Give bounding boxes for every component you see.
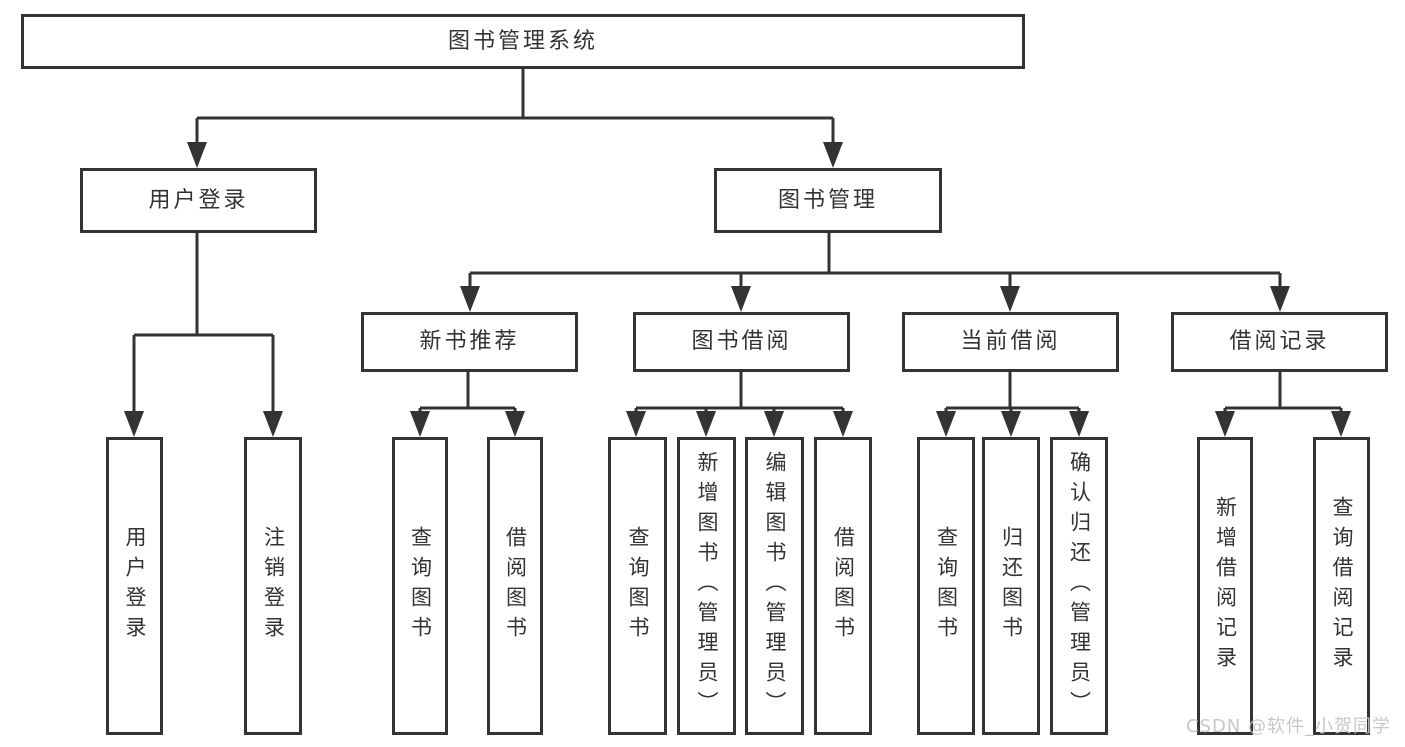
node-label: 查询图书 [408, 526, 433, 646]
node-book-borrow: 图书借阅 [633, 312, 850, 372]
node-current-query-books: 查询图书 [917, 437, 975, 735]
node-confirm-return-admin: 确认归还（管理员） [1050, 437, 1108, 735]
node-label: 借阅图书 [503, 526, 528, 646]
node-library-management-system: 图书管理系统 [21, 14, 1025, 69]
node-query-borrow-record: 查询借阅记录 [1313, 437, 1370, 735]
node-label: 新增图书（管理员） [695, 451, 719, 721]
node-borrow-books: 借阅图书 [814, 437, 872, 735]
node-logout-action: 注销登录 [244, 437, 302, 735]
node-label: 注销登录 [261, 526, 286, 646]
node-label: 查询图书 [626, 526, 650, 646]
node-new-book-recommend: 新书推荐 [361, 312, 578, 372]
node-label: 借阅图书 [831, 526, 856, 646]
node-label: 新增借阅记录 [1213, 496, 1238, 676]
node-label: 归还图书 [999, 526, 1024, 646]
node-label: 图书管理 [777, 187, 878, 213]
node-borrow-query-books: 查询图书 [608, 437, 667, 735]
node-label: 图书管理系统 [447, 28, 598, 54]
node-user-login: 用户登录 [80, 168, 317, 233]
node-current-borrow: 当前借阅 [902, 312, 1119, 372]
node-recommend-query-books: 查询图书 [392, 437, 448, 735]
arrowheads [124, 142, 1351, 437]
node-add-books-admin: 新增图书（管理员） [677, 437, 736, 735]
node-return-books: 归还图书 [982, 437, 1040, 735]
node-label: 查询图书 [934, 526, 959, 646]
node-label: 编辑图书（管理员） [763, 451, 787, 721]
node-label: 当前借阅 [960, 329, 1061, 354]
node-label: 用户登录 [148, 187, 249, 213]
watermark: CSDN @软件_小贺同学 [1185, 716, 1391, 737]
node-label: 新书推荐 [419, 329, 520, 354]
node-label: 查询借阅记录 [1330, 496, 1354, 676]
node-label: 图书借阅 [691, 329, 792, 354]
node-recommend-borrow-books: 借阅图书 [487, 437, 543, 735]
node-label: 借阅记录 [1229, 329, 1330, 354]
node-label: 确认归还（管理员） [1067, 451, 1092, 721]
node-edit-books-admin: 编辑图书（管理员） [745, 437, 804, 735]
node-borrow-records: 借阅记录 [1171, 312, 1388, 372]
node-book-management: 图书管理 [714, 168, 942, 233]
node-add-borrow-record: 新增借阅记录 [1197, 437, 1253, 735]
node-label: 用户登录 [123, 526, 147, 646]
node-user-login-action: 用户登录 [106, 437, 163, 735]
